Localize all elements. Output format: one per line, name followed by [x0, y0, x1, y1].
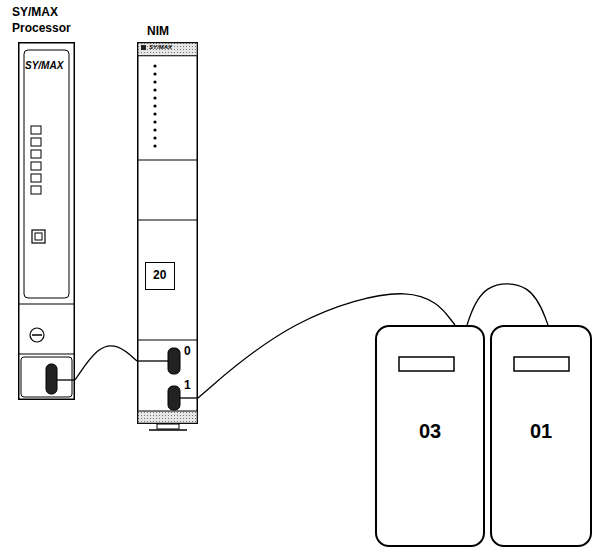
status-led [31, 174, 41, 182]
front-panel [24, 50, 69, 298]
logo-text: SY/MAX [25, 60, 63, 72]
port-number: 0 [184, 344, 191, 358]
panel-divider [137, 219, 198, 220]
logo-mark [141, 45, 146, 50]
screw-symbol [32, 334, 42, 336]
cable [198, 294, 455, 398]
stippled-cap [138, 411, 198, 423]
status-led [31, 126, 41, 134]
port-number: 1 [184, 378, 191, 392]
indicator-dot [153, 72, 156, 75]
display-window [399, 357, 454, 371]
processor-module: SY/MAX ProcessorSY/MAX [18, 42, 75, 400]
indicator-dot [153, 80, 156, 83]
cable [467, 284, 548, 325]
status-led [31, 138, 41, 146]
indicator-dot [153, 128, 156, 131]
cable [75, 346, 137, 380]
status-led [31, 186, 41, 194]
module-housing [19, 43, 75, 400]
indicator-dot [153, 136, 156, 139]
cable-port [168, 348, 180, 374]
logo-text: SY/MAX [149, 44, 172, 51]
indicator-dot [153, 104, 156, 107]
cable-port [46, 364, 57, 394]
cable-stub [180, 397, 198, 398]
indicator-dot [153, 96, 156, 99]
network-device: 01 [490, 325, 592, 547]
mounting-foot [149, 429, 187, 431]
key-switch [32, 230, 45, 243]
status-led [31, 162, 41, 170]
address-display: 20 [145, 262, 175, 290]
panel-divider [137, 159, 198, 160]
key-switch [35, 233, 42, 240]
module-heading: SY/MAX Processor [12, 4, 112, 36]
cable-stub [57, 379, 75, 380]
cable-stub [137, 360, 168, 361]
module-housing [138, 43, 198, 424]
panel-divider [18, 303, 75, 304]
display-window [514, 357, 569, 371]
status-led [31, 150, 41, 158]
indicator-dot [153, 144, 156, 147]
device-address: 01 [530, 419, 552, 443]
network-device: 03 [375, 325, 485, 547]
module-heading: NIM [147, 24, 169, 38]
screw-symbol [30, 328, 44, 342]
indicator-dot [153, 88, 156, 91]
indicator-dot [153, 120, 156, 123]
address-number: 20 [153, 268, 166, 282]
nim-module-drawing [137, 42, 198, 424]
nim-module: NIMSY/MAX0120 [137, 42, 198, 424]
device-address: 03 [419, 419, 441, 443]
indicator-dot [153, 112, 156, 115]
cable-port [168, 386, 180, 410]
stippled-cap [138, 43, 198, 56]
panel-divider [18, 353, 75, 354]
panel-divider [137, 339, 198, 340]
indicator-dot [153, 64, 156, 67]
processor-module-drawing [18, 42, 75, 400]
port-housing [21, 357, 72, 397]
mounting-foot [157, 424, 179, 429]
